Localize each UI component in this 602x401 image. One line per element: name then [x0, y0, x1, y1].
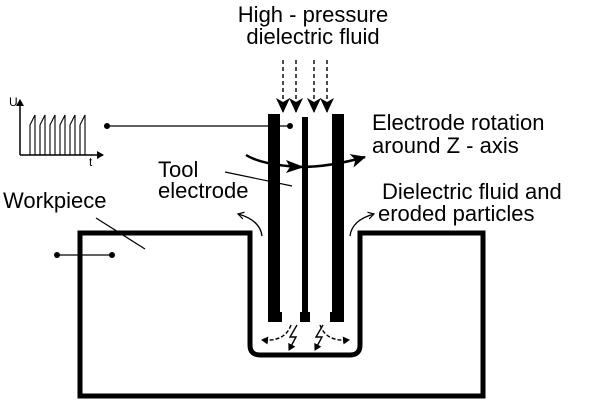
- pulse: [29, 114, 36, 155]
- fluid-label-line1: High - pressure: [238, 2, 388, 27]
- spark-icon: [314, 324, 324, 351]
- pulse: [59, 114, 66, 155]
- rotation-arrow-mid-head: [286, 160, 304, 173]
- pulse: [79, 114, 86, 155]
- tool-electrode: [268, 114, 344, 322]
- workpiece-label: Workpiece: [3, 188, 107, 213]
- fluid-inlet-arrows: [276, 60, 334, 113]
- spark-icon: [288, 324, 298, 351]
- pulse-train: [29, 114, 86, 155]
- wire-terminal-dot: [287, 123, 293, 129]
- wire-terminal-dot: [104, 123, 110, 129]
- pulse: [39, 114, 46, 155]
- pulse: [69, 114, 76, 155]
- flush-out-arrow-left: [238, 214, 263, 237]
- pulse-y-axis-label: U: [9, 95, 18, 109]
- spark-gap: [261, 324, 350, 351]
- tool-label-line1: Tool: [158, 157, 198, 182]
- workpiece-outline: [77, 230, 486, 399]
- fluid-label-line2: dielectric fluid: [246, 24, 379, 49]
- electrode-center-wall: [302, 117, 308, 322]
- electrode-right-wall: [332, 114, 344, 322]
- pulse: [49, 114, 56, 155]
- flush-out-arrow-right: [349, 214, 374, 237]
- wire-terminal-dot: [109, 252, 115, 258]
- flow-arrow-right: [319, 324, 350, 345]
- pulse-x-axis-label: t: [89, 155, 93, 169]
- electrode-left-foot: [268, 312, 282, 322]
- tool-label-line2: electrode: [158, 178, 249, 203]
- tool-electrode-leader: [224, 171, 293, 187]
- rotation-label-line1: Electrode rotation: [372, 110, 544, 135]
- flush-label-line2: eroded particles: [378, 201, 535, 226]
- electrode-center-foot: [300, 312, 310, 322]
- workpiece-leader: [95, 217, 146, 250]
- electrode-left-wall: [268, 114, 280, 322]
- flow-arrow-left: [261, 324, 292, 345]
- flush-label-line1: Dielectric fluid and: [382, 179, 562, 204]
- wire-terminal-dot: [54, 252, 60, 258]
- rotation-label-line2: around Z - axis: [372, 133, 519, 158]
- pulse-graph: U t: [9, 95, 104, 169]
- electrode-right-foot: [330, 312, 344, 322]
